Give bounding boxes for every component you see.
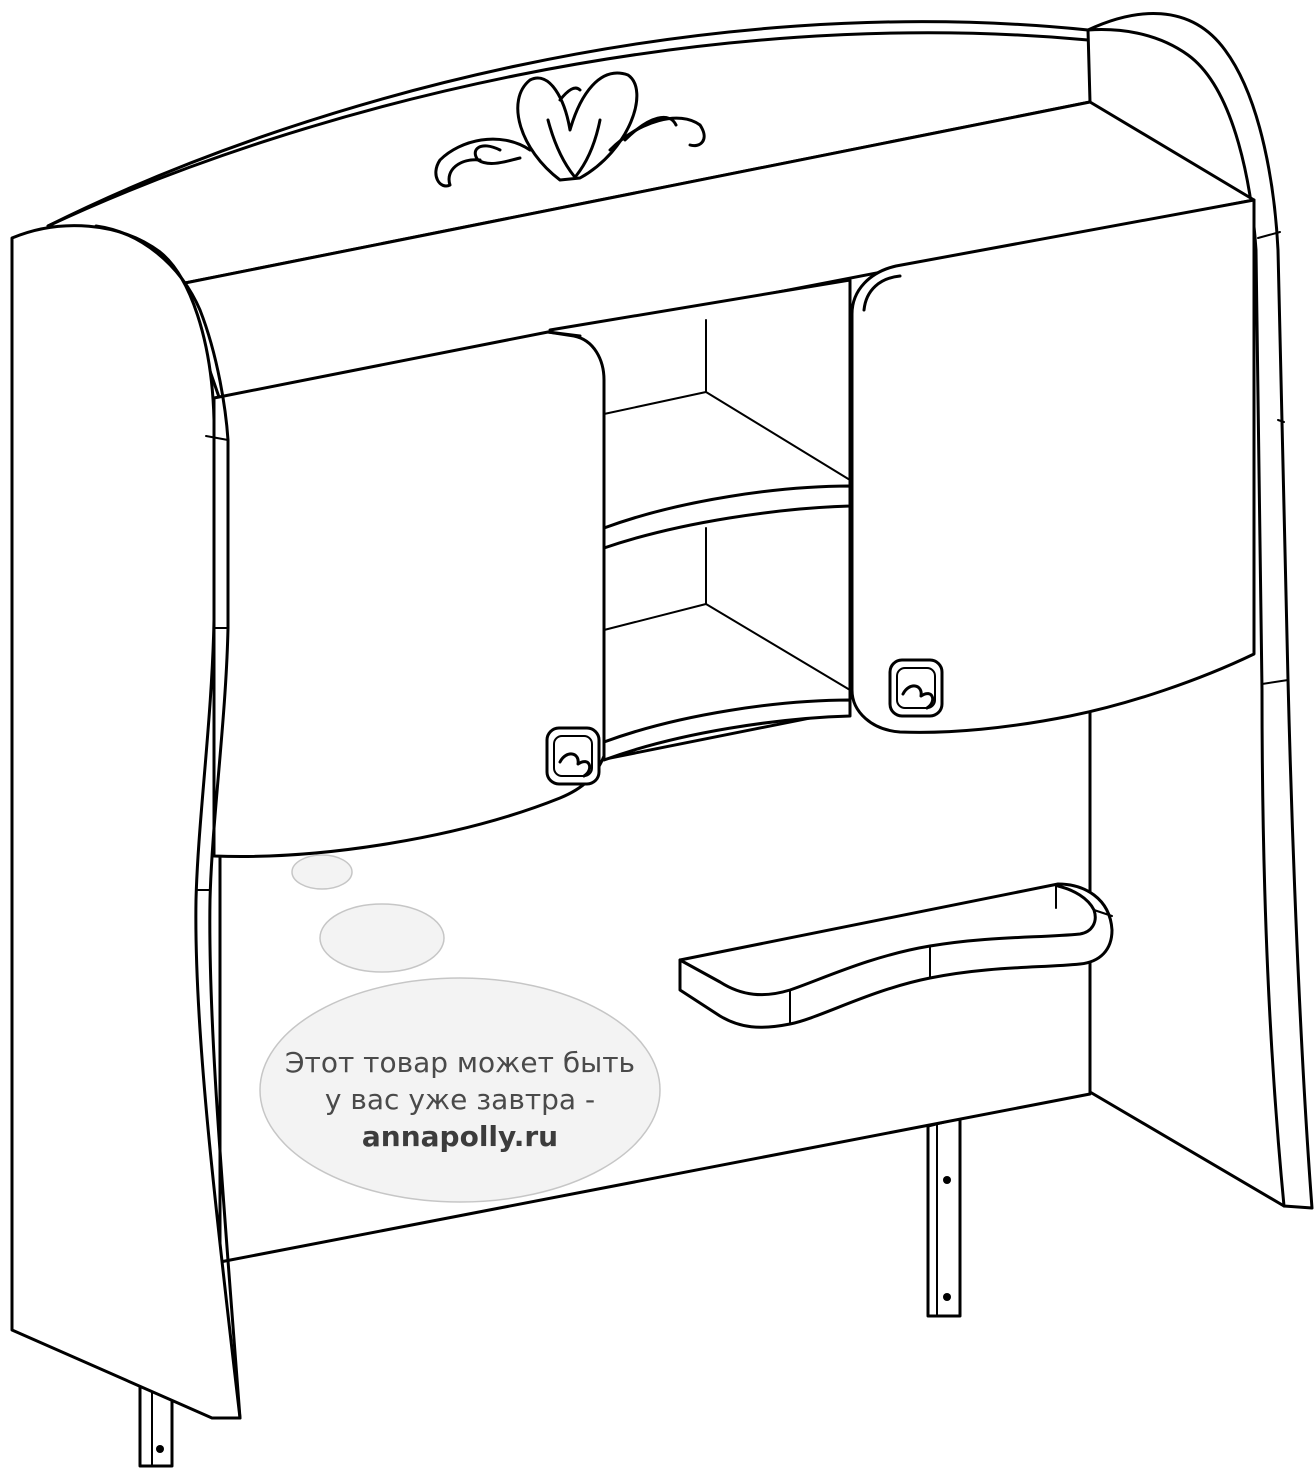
right-side-panel xyxy=(1086,12,1314,1210)
promo-line-2: у вас уже завтра - xyxy=(324,1083,596,1116)
promo-bubble-large xyxy=(259,977,661,1203)
promo-line-1: Этот товар может быть xyxy=(284,1046,636,1079)
promo-url-link[interactable]: annapolly.ru xyxy=(361,1120,559,1153)
promo-bubbles xyxy=(259,854,661,1203)
wall-shelf xyxy=(678,882,1114,1029)
right-door-handle-icon[interactable] xyxy=(888,658,944,718)
left-side-panel xyxy=(10,224,242,1420)
left-door-handle-icon[interactable] xyxy=(545,726,601,786)
crown-ornament-icon xyxy=(434,71,706,188)
promo-text: Этот товар может быть у вас уже завтра -… xyxy=(258,1044,662,1155)
top-cornice xyxy=(46,20,1092,286)
right-mount-bracket xyxy=(926,1116,962,1318)
left-door[interactable] xyxy=(212,330,606,858)
open-compartment xyxy=(548,278,852,762)
right-door[interactable] xyxy=(850,198,1256,734)
promo-bubble-medium xyxy=(319,903,445,973)
promo-bubble-small xyxy=(291,854,353,890)
